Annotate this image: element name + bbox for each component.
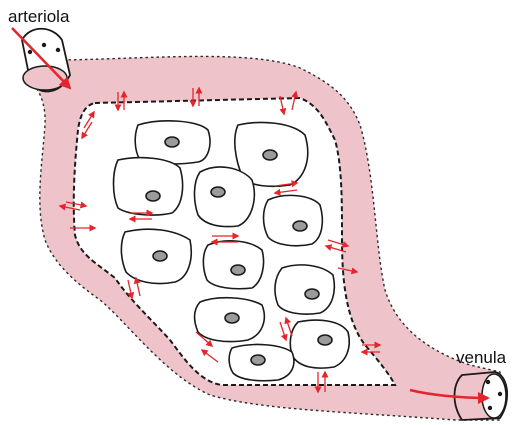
arteriole-label: arteriola bbox=[8, 8, 69, 25]
cell bbox=[114, 158, 183, 215]
cell bbox=[203, 241, 263, 289]
cell bbox=[264, 195, 323, 245]
cell-nucleus bbox=[225, 313, 239, 323]
cell-nucleus bbox=[211, 187, 225, 197]
cell-nucleus bbox=[231, 265, 245, 275]
cell bbox=[275, 265, 334, 314]
cell-nucleus bbox=[153, 251, 167, 261]
cell-nucleus bbox=[165, 137, 179, 147]
cell-nucleus bbox=[263, 150, 277, 160]
venule-vessel bbox=[455, 372, 508, 420]
venule-label: venula bbox=[456, 349, 506, 366]
cell-nucleus bbox=[318, 335, 332, 345]
cell-nucleus bbox=[293, 221, 307, 231]
cell bbox=[194, 167, 254, 227]
cell-nucleus bbox=[251, 355, 265, 365]
cell-nucleus bbox=[305, 289, 319, 299]
cell-nucleus bbox=[146, 191, 160, 201]
